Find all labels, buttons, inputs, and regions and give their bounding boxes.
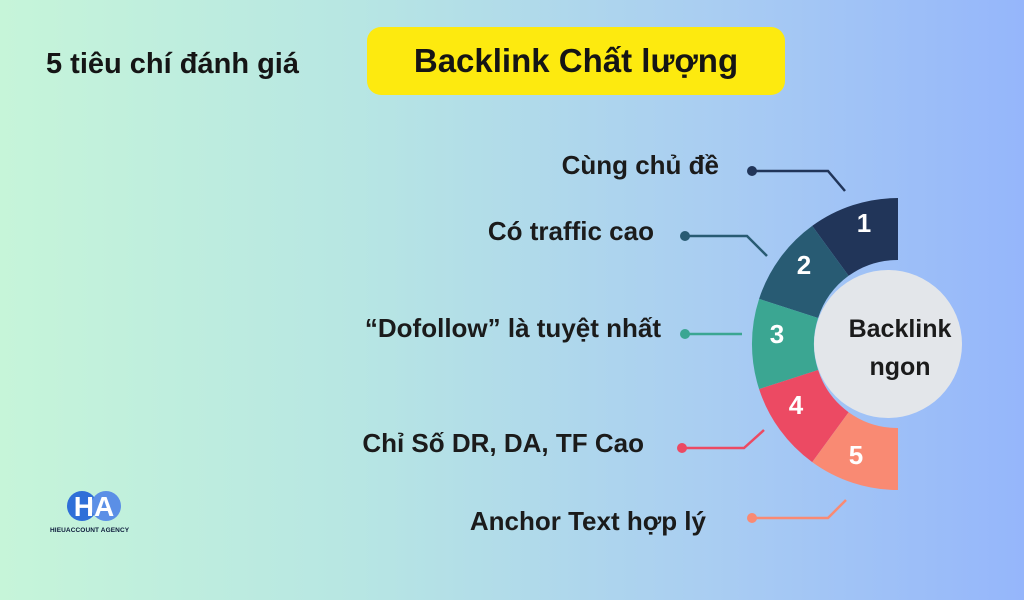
connector-4 <box>682 429 765 450</box>
segment-2 <box>759 225 849 318</box>
segment-4 <box>759 370 849 463</box>
segment-5 <box>812 412 898 490</box>
connector-dot-4 <box>677 443 687 453</box>
ring-segments <box>751 198 898 490</box>
logo-mark-text: HA <box>74 491 114 522</box>
title-highlight-text: Backlink Chất lượng <box>413 42 739 79</box>
connectors <box>677 166 847 523</box>
segment-numbers: 1 2 3 4 5 <box>770 208 871 470</box>
center-label-line2: ngon <box>869 353 930 381</box>
criterion-label-3: “Dofollow” là tuyệt nhất <box>364 313 661 343</box>
connector-dot-1 <box>747 166 757 176</box>
connector-dot-3 <box>680 329 690 339</box>
title-prefix: 5 tiêu chí đánh giá <box>46 48 299 80</box>
connector-dot-5 <box>747 513 757 523</box>
center-label-line1: Backlink <box>849 315 952 343</box>
criterion-label-4: Chỉ Số DR, DA, TF Cao <box>362 428 644 458</box>
connector-2 <box>685 234 768 257</box>
segment-1 <box>812 198 898 276</box>
segment-number-5: 5 <box>849 440 863 470</box>
segment-number-2: 2 <box>797 250 811 280</box>
segment-number-1: 1 <box>857 208 871 238</box>
segment-number-3: 3 <box>770 319 784 349</box>
criterion-label-1: Cùng chủ đề <box>561 150 719 180</box>
segment-3 <box>751 298 819 390</box>
connector-1 <box>752 169 846 192</box>
center-circle <box>814 270 962 418</box>
logo-name: HIEUACCOUNT AGENCY <box>50 527 130 534</box>
criterion-label-2: Có traffic cao <box>487 216 654 246</box>
title-highlight-box: Backlink Chất lượng <box>367 27 785 95</box>
logo-mark-icon: HA <box>67 491 121 522</box>
segment-number-4: 4 <box>789 390 804 420</box>
connector-dot-2 <box>680 231 690 241</box>
criterion-label-5: Anchor Text hợp lý <box>469 506 706 536</box>
center-label: Backlink ngon <box>849 315 952 381</box>
connector-5 <box>752 499 847 520</box>
